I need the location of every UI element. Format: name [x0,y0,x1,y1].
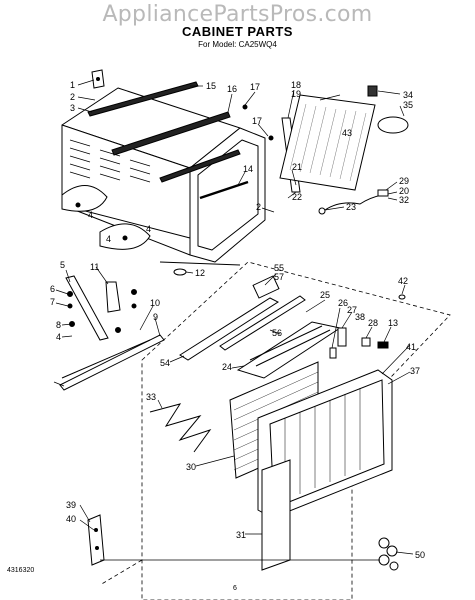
callout-41: 41 [406,342,416,352]
callout-18: 18 [291,80,301,90]
callout-2: 2 [70,92,75,102]
diagram-title: CABINET PARTS [182,24,293,39]
page-number: 6 [233,585,237,592]
callout-15: 15 [206,81,216,91]
callout-23: 23 [346,202,356,212]
callout-3: 3 [70,103,75,113]
callout-8: 8 [56,320,61,330]
callout-4c: 4 [106,234,111,244]
callout-29: 29 [399,176,409,186]
part-34 [367,85,378,97]
cabinet-top-rails [87,81,241,183]
callout-55: 55 [274,263,284,273]
callout-6: 6 [50,284,55,294]
callout-32: 32 [399,195,409,205]
callout-4d: 4 [56,332,61,342]
callout-54: 54 [160,358,170,368]
callout-43: 43 [342,128,352,138]
fastener-cluster-50 [378,537,399,571]
callout-26: 26 [338,298,348,308]
callout-7: 7 [50,297,55,307]
document-number: 4316320 [7,567,35,574]
callout-27: 27 [347,305,357,315]
mounting-bracket-left [65,275,137,341]
callout-34: 34 [403,90,413,100]
wire-33 [149,403,212,453]
wire-harness-23 [318,189,389,215]
callout-19: 19 [291,89,301,99]
callout-50: 50 [415,550,425,560]
filter-panel-43 [279,94,376,191]
control-knob-35 [377,116,409,134]
part-28 [361,337,371,347]
callout-33: 33 [146,392,156,402]
callout-11: 11 [90,262,99,272]
callout-40: 40 [66,514,76,524]
callout-22: 22 [292,192,302,202]
mount-plate-39 [87,514,105,566]
callout-31: 31 [236,530,246,540]
callout-17b: 17 [252,116,262,126]
callout-14: 14 [243,164,253,174]
callout-21: 21 [292,162,302,172]
callout-9: 9 [153,312,158,322]
callout-12: 12 [195,268,205,278]
model-subtitle: For Model: CA25WQ4 [198,40,277,49]
screw-42 [398,294,406,300]
control-bracket-54 [179,275,306,361]
callout-30: 30 [186,462,196,472]
callout-39: 39 [66,500,76,510]
callout-2b: 2 [256,202,261,212]
callout-35: 35 [403,100,413,110]
callout-5: 5 [60,260,65,270]
callout-25: 25 [320,290,330,300]
screw-12 [173,268,187,276]
callout-4a: 4 [88,210,93,220]
part-13 [377,341,389,349]
callout-28: 28 [368,318,378,328]
callout-17a: 17 [250,82,260,92]
shroud-parts [61,185,151,250]
part-38 [337,327,347,347]
callout-20: 20 [399,186,409,196]
bracket-1 [91,69,105,89]
watermark: AppliancePartsPros.com [102,2,373,27]
callout-16: 16 [227,84,237,94]
bottom-rails [59,334,165,391]
callout-13: 13 [388,318,398,328]
callout-56: 56 [272,328,282,338]
callout-4b: 4 [146,224,151,234]
callout-37: 37 [410,366,420,376]
part-27 [329,347,337,359]
callout-10: 10 [150,298,160,308]
leader-lines [53,79,414,555]
callout-1: 1 [70,80,75,90]
callout-labels: 1 2 3 15 16 17 18 19 17 43 34 35 14 21 2… [50,80,425,560]
front-grille-panel-37 [257,369,393,571]
callout-57: 57 [274,272,284,282]
callout-42: 42 [398,276,408,286]
callout-38: 38 [355,312,365,322]
callout-24: 24 [222,362,232,372]
